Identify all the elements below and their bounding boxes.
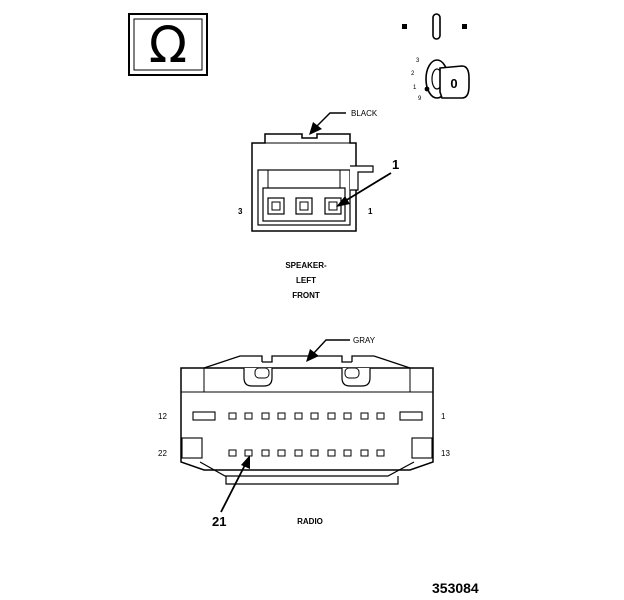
key-pos-9: 9 [418, 96, 422, 102]
radio-callout: 21 [212, 514, 226, 529]
radio-pin-12: 12 [158, 412, 167, 421]
speaker-callout: 1 [392, 157, 399, 172]
radio-pin-1: 1 [441, 412, 446, 421]
radio-name: RADIO [297, 517, 323, 526]
key-pos-3: 3 [416, 58, 420, 64]
radio-pin-13: 13 [441, 449, 450, 458]
radio-connector: GRAY [158, 336, 450, 529]
speaker-pin-3: 3 [238, 207, 243, 216]
speaker-pin-1: 1 [368, 207, 373, 216]
radio-pin-22: 22 [158, 449, 167, 458]
key-pos-2: 2 [411, 71, 415, 77]
speaker-name-line3: FRONT [292, 291, 320, 300]
radio-cavities-top [228, 412, 385, 420]
radio-cavities-bottom [228, 449, 385, 457]
ohm-symbol: Ω [149, 16, 187, 74]
speaker-color-label: BLACK [351, 109, 378, 118]
ignition-key-icon: 0 3 2 1 9 [402, 13, 470, 102]
ohm-icon: Ω [128, 13, 208, 76]
key-pos-1: 1 [413, 85, 417, 91]
radio-color-label: GRAY [353, 336, 376, 345]
speaker-connector: BLACK 3 1 1 SPEAKER- LEFT FRONT [238, 109, 399, 300]
speaker-name-line2: LEFT [296, 276, 316, 285]
speaker-name-line1: SPEAKER- [285, 261, 327, 270]
key-mark: 0 [450, 76, 457, 91]
figure-number: 353084 [432, 580, 479, 596]
